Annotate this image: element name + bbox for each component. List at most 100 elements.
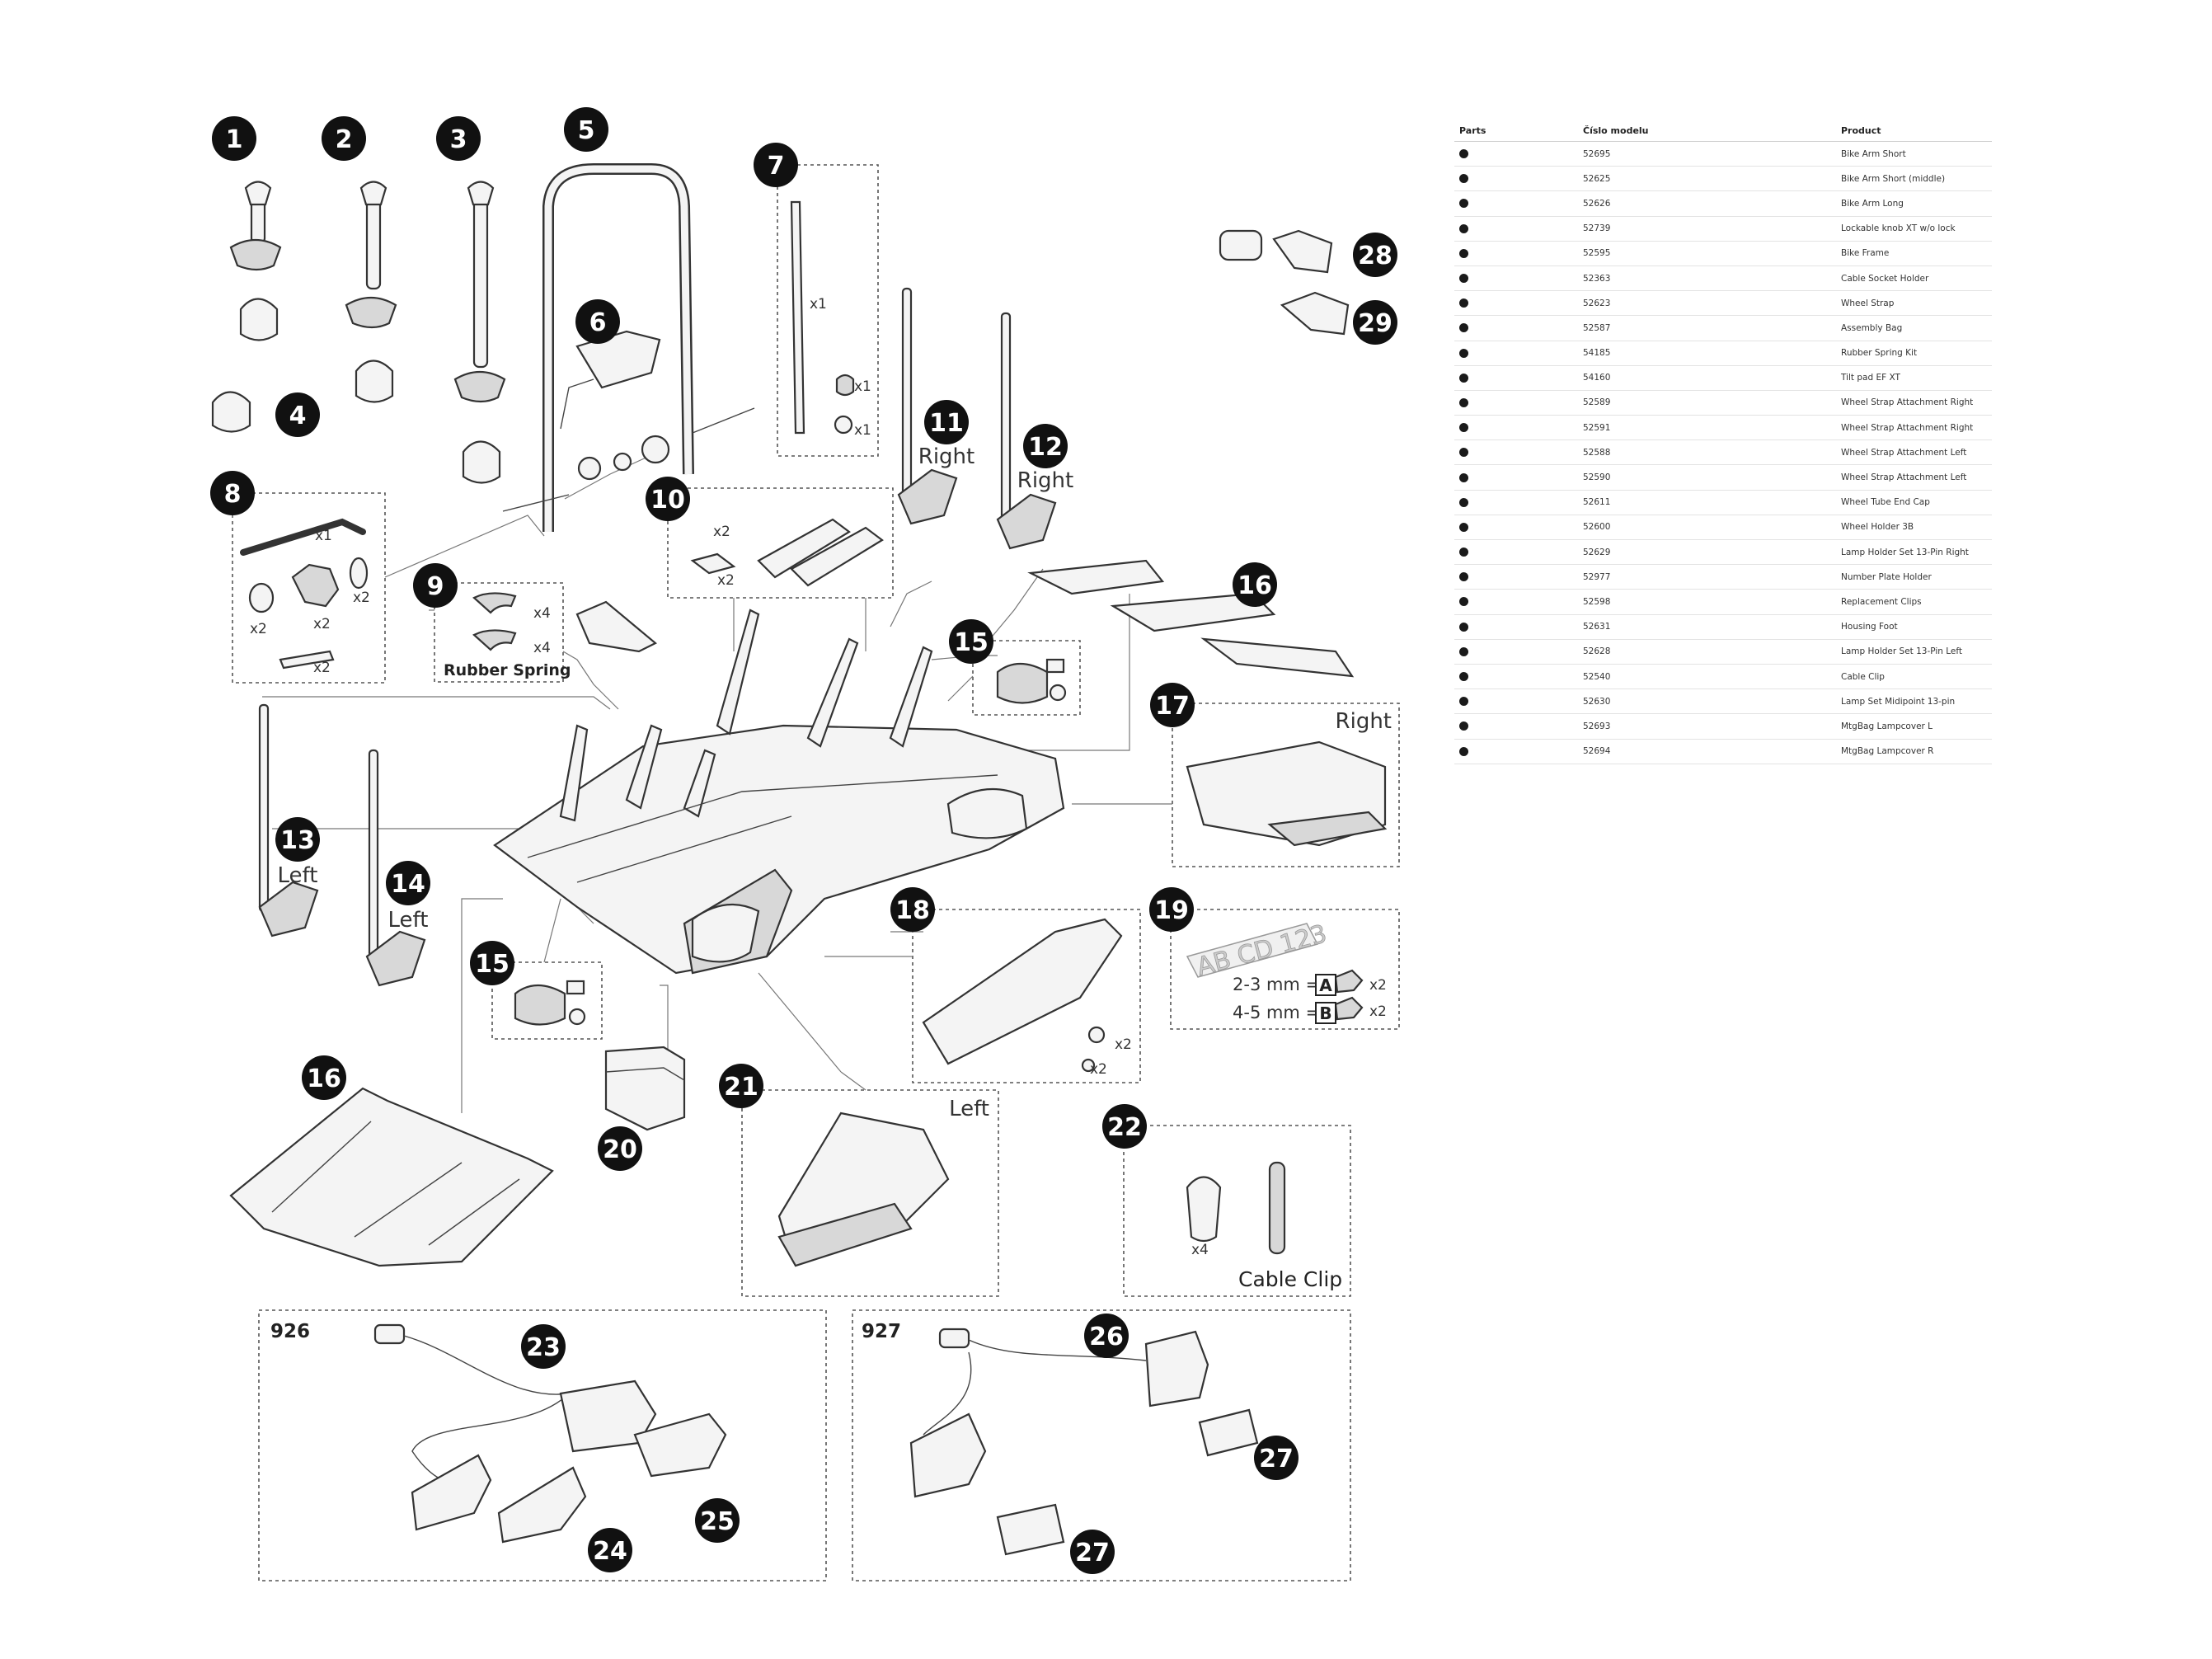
callout-15-upper: 15 [949,619,993,664]
svg-text:15: 15 [475,950,510,979]
kit-927-label: 927 [862,1321,901,1342]
svg-text:15: 15 [954,628,989,657]
strap-attachment-right-11 [897,287,958,525]
part-marker [1454,564,1578,590]
part-number-dot-icon [1459,274,1468,284]
model-number: 52629 [1578,539,1836,566]
model-number: 52595 [1578,241,1836,266]
part-marker [1454,141,1578,167]
part-number-dot-icon [1459,672,1468,682]
product-name: MtgBag Lampcover L [1836,713,1992,740]
callout-27-lower: 27 [1070,1530,1115,1574]
model-number: 52739 [1578,216,1836,242]
rubber-spring-kit [472,592,657,653]
callout-12: 12 [1023,424,1068,468]
qty-plate-b: x2 [1369,1003,1387,1020]
wheel-tube-end-cap-upper [996,658,1067,704]
number-plate-holder [922,918,1123,1073]
part-marker [1454,216,1578,242]
svg-text:27: 27 [1075,1539,1110,1567]
callout-14: 14 [386,861,430,905]
svg-text:12: 12 [1028,433,1063,462]
part-number-dot-icon [1459,348,1468,358]
product-name: Cable Socket Holder [1836,266,1992,292]
part-number-dot-icon [1459,548,1468,557]
callout-27-upper: 27 [1254,1436,1299,1480]
cable-clip-label: Cable Clip [1238,1267,1342,1291]
plate-spec-a-box [1315,974,1336,996]
callout-7: 7 [754,143,798,187]
product-name: Tilt pad EF XT [1836,365,1992,391]
group-box-17 [1172,703,1400,867]
svg-text:11: 11 [929,409,964,438]
side-label-left-21: Left [949,1097,989,1121]
lamp-holder-left [777,1111,950,1267]
model-number: 52600 [1578,515,1836,541]
svg-text:7: 7 [768,152,785,181]
main-carrier-body [493,609,1065,975]
part-marker [1454,439,1578,466]
part-marker [1454,290,1578,317]
svg-text:5: 5 [578,116,595,145]
part-number-dot-icon [1459,622,1468,632]
part-marker [1454,614,1578,640]
leader-lines [232,247,1172,1113]
callout-28: 28 [1353,233,1397,277]
lockable-knob [211,391,251,433]
svg-text:17: 17 [1155,692,1190,721]
cable-clip [1186,1161,1286,1255]
part-marker [1454,266,1578,292]
model-number: 52363 [1578,266,1836,292]
wheel-holder-lower [229,1087,554,1267]
callout-16-lower: 16 [302,1055,346,1100]
callout-22: 22 [1102,1104,1147,1149]
part-marker [1454,539,1578,566]
svg-text:20: 20 [603,1135,637,1164]
product-name: Lockable knob XT w/o lock [1836,216,1992,242]
product-name: Number Plate Holder [1836,564,1992,590]
callout-2: 2 [322,116,366,161]
model-number: 52540 [1578,664,1836,690]
qty-strap-screw: x1 [854,422,871,439]
model-number: 52623 [1578,290,1836,317]
part-marker [1454,713,1578,740]
part-marker [1454,390,1578,416]
callout-11: 11 [924,400,969,444]
model-number: 52631 [1578,614,1836,640]
model-number: 52591 [1578,415,1836,441]
product-name: Wheel Strap Attachment Left [1836,439,1992,466]
product-name: Housing Foot [1836,614,1992,640]
qty-strap-nut: x1 [854,378,871,395]
svg-text:25: 25 [700,1507,735,1536]
rubber-spring-label: Rubber Spring [444,661,571,679]
svg-text:27: 27 [1259,1445,1294,1473]
product-name: Wheel Tube End Cap [1836,490,1992,515]
part-number-dot-icon [1459,423,1468,433]
group-box-927 [852,1309,1351,1581]
product-name: Rubber Spring Kit [1836,341,1992,366]
part-marker [1454,241,1578,266]
callout-19: 19 [1149,887,1194,932]
model-number: 52695 [1578,141,1836,167]
part-number-dot-icon [1459,497,1468,507]
callout-23: 23 [521,1324,566,1369]
qty-plate-a: x2 [1369,977,1387,994]
svg-text:6: 6 [589,308,607,337]
svg-text:4: 4 [289,402,307,430]
callout-3: 3 [436,116,481,161]
qty-tilt-screw: x2 [713,524,730,540]
part-number-dot-icon [1459,199,1468,209]
kit-926-label: 926 [270,1321,310,1342]
